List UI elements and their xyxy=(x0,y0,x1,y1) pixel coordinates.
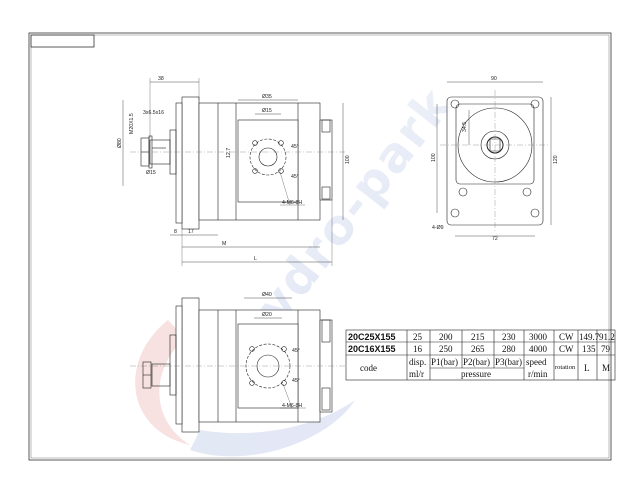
hdr-rotation: rotation xyxy=(555,364,576,371)
watermark-swoosh xyxy=(135,320,190,445)
front-port-bolt-2 xyxy=(278,140,284,146)
side-dim-100: 100 xyxy=(431,153,437,162)
front-port-bolt-3 xyxy=(252,168,258,174)
dim-d15b: Ø15 xyxy=(262,108,272,114)
dim-h100: 100 xyxy=(345,155,351,164)
dim-m20: M20X1.5 xyxy=(129,113,135,134)
rear-port-bolt-4 xyxy=(281,380,287,386)
side-hole-br xyxy=(530,208,540,218)
row1-l: 149.7 xyxy=(579,332,600,342)
front-flange xyxy=(181,96,200,230)
title-tab xyxy=(30,34,95,48)
row1-speed: 3000 xyxy=(529,332,548,342)
hdr-m: M xyxy=(602,363,610,373)
front-port-bolt-4 xyxy=(278,168,284,174)
row2-l: 135 xyxy=(582,344,596,354)
rear-shaft xyxy=(151,363,171,387)
rear-view-dimensions: Ø40 Ø20 4-M6-8H 45° 45° xyxy=(262,292,302,409)
dim-a45: 45° xyxy=(291,144,299,150)
hdr-disp: disp. xyxy=(409,357,426,367)
row1-m: 91.2 xyxy=(599,332,615,342)
dim-d35: Ø35 xyxy=(262,94,272,100)
front-port-outer xyxy=(249,138,287,176)
dim-127: 12.7 xyxy=(226,148,232,158)
spec-table: 20C25X155 25 200 215 230 3000 CW 149.7 9… xyxy=(345,329,616,381)
rear-dim-a45: 45° xyxy=(292,348,300,354)
front-port-bolt-1 xyxy=(252,140,258,146)
side-shaft-key xyxy=(489,138,501,152)
hdr-speed-unit: r/min xyxy=(528,369,548,379)
dim-17: 17 xyxy=(188,229,194,235)
rear-flange-step xyxy=(175,305,183,425)
front-view xyxy=(122,78,345,266)
hdr-p2: P2(bar) xyxy=(463,357,490,367)
rear-dim-bolts: 4-M6-8H xyxy=(282,403,302,409)
front-end-bolt-bottom xyxy=(321,186,331,200)
inner-frame xyxy=(30,34,610,459)
side-dim-120: 120 xyxy=(553,155,559,164)
side-dim-72: 72 xyxy=(492,236,498,242)
row2-p2: 265 xyxy=(471,344,485,354)
rear-end-bolt-bottom xyxy=(321,387,331,411)
side-hole-mr xyxy=(522,187,532,197)
side-view-dimensions: 90 34.5 100 120 4-Ø9 72 xyxy=(431,76,559,242)
side-hole-bl xyxy=(450,208,460,218)
dim-a45b: 45° xyxy=(291,174,299,180)
row1-code: 20C25X155 xyxy=(348,332,396,342)
rear-flange xyxy=(181,297,200,433)
dim-d15: Ø15 xyxy=(146,170,156,176)
rear-port-bolt-1 xyxy=(249,346,255,352)
row2-p1: 250 xyxy=(439,344,453,354)
dim-l: L xyxy=(254,256,257,262)
side-hole-tr xyxy=(530,99,540,109)
rear-dim-a45b: 45° xyxy=(292,378,300,384)
dim-38: 38 xyxy=(158,76,164,82)
front-port-inner xyxy=(258,147,278,167)
row1-disp: 25 xyxy=(413,332,423,342)
dim-key: 3x6.5x16 xyxy=(143,110,164,116)
dim-d80: Ø80 xyxy=(117,138,123,148)
leader-bolts xyxy=(279,171,291,206)
rear-end-bolt-top xyxy=(321,319,331,343)
rear-dim-d20: Ø20 xyxy=(262,312,272,318)
row2-code: 20C16X155 xyxy=(348,344,396,354)
side-view xyxy=(436,81,552,237)
dim-m: M xyxy=(222,241,226,247)
hdr-disp-unit: ml/r xyxy=(409,369,424,379)
hdr-p3: P3(bar) xyxy=(495,357,522,367)
watermark-swoosh-blue xyxy=(190,400,355,457)
row2-m: 79 xyxy=(601,344,611,354)
rear-view xyxy=(130,297,345,433)
row1-p2: 215 xyxy=(471,332,485,342)
row2-speed: 4000 xyxy=(529,344,548,354)
row2-disp: 16 xyxy=(413,344,423,354)
rear-dim-d40: Ø40 xyxy=(262,292,272,298)
front-port-face xyxy=(237,119,299,203)
row2-rot: CW xyxy=(559,344,574,354)
front-view-dimensions: 38 M20X1.5 3x6.5x16 Ø80 Ø15 8 17 M L Ø35… xyxy=(117,76,351,262)
front-end-bolt-top xyxy=(321,119,331,133)
row2-p3: 280 xyxy=(502,344,516,354)
outer-frame xyxy=(28,32,612,461)
hdr-pressure: pressure xyxy=(461,369,491,379)
dim-bolts: 4-M6-8H xyxy=(282,200,302,206)
hdr-code: code xyxy=(360,363,377,373)
front-flange-step xyxy=(175,102,183,224)
hdr-p1: P1(bar) xyxy=(431,357,458,367)
side-dim-holes: 4-Ø9 xyxy=(432,225,444,231)
side-hole-ml xyxy=(458,187,468,197)
side-dim-345: 34.5 xyxy=(462,122,468,132)
row1-rot: CW xyxy=(559,332,574,342)
rear-port-bolt-2 xyxy=(281,346,287,352)
row1-p3: 230 xyxy=(502,332,516,342)
dim-8: 8 xyxy=(174,229,177,235)
hdr-l: L xyxy=(584,363,590,373)
side-hole-tl xyxy=(450,99,460,109)
side-dim-90: 90 xyxy=(491,76,497,82)
rear-port-bolt-3 xyxy=(249,380,255,386)
hdr-speed: speed xyxy=(526,357,547,367)
row1-p1: 200 xyxy=(439,332,453,342)
rear-leader-bolts xyxy=(282,383,293,409)
